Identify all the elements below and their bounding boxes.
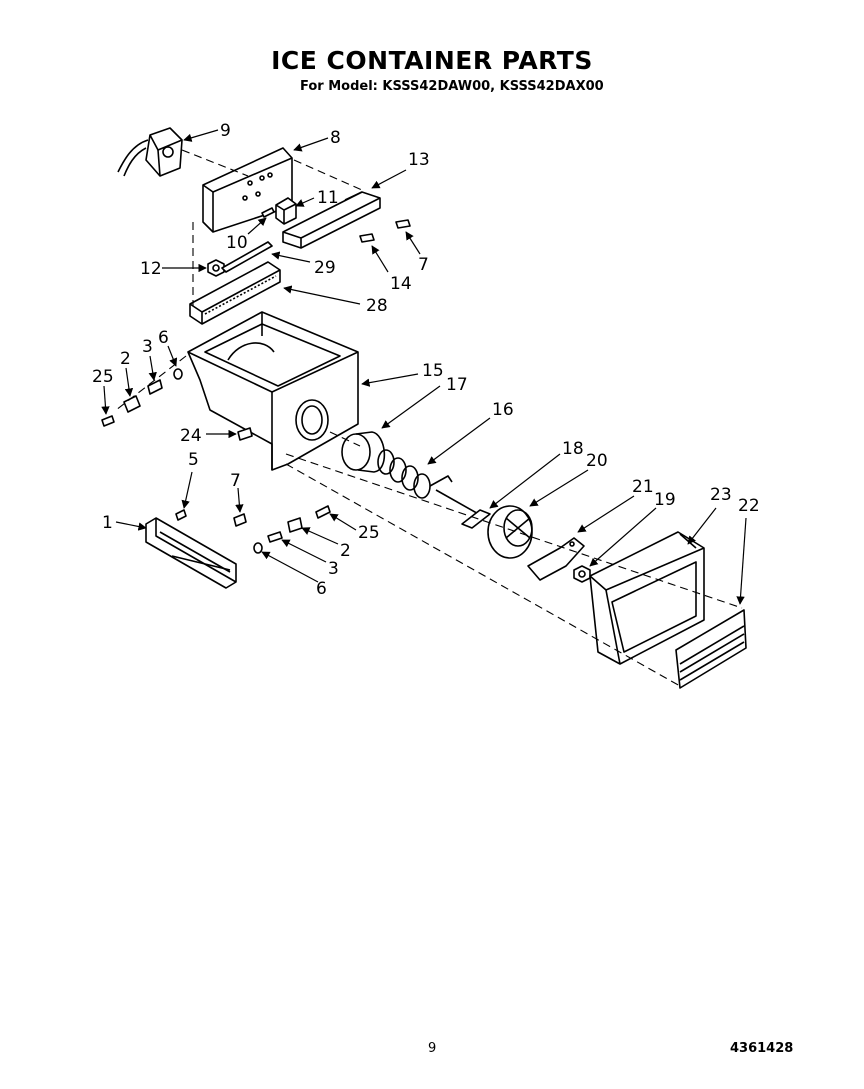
- callout-15: 15: [422, 361, 444, 381]
- callout-10: 10: [226, 233, 248, 253]
- part-wheel-20: [487, 505, 533, 559]
- callout-2-right: 2: [340, 541, 351, 561]
- part-collar-17: [341, 431, 386, 473]
- callout-21: 21: [632, 477, 654, 497]
- callout-8: 8: [330, 128, 341, 148]
- part-spring-16: [377, 449, 483, 517]
- callout-20: 20: [586, 451, 608, 471]
- part-lever-21: [527, 537, 585, 581]
- callout-1: 1: [102, 513, 113, 533]
- part-screw-14: [359, 233, 375, 243]
- callout-6-right: 6: [316, 579, 327, 599]
- callout-2-left: 2: [120, 349, 131, 369]
- part-bracket: [275, 197, 297, 225]
- page-title: ICE CONTAINER PARTS: [271, 46, 593, 75]
- model-subtitle: For Model: KSSS42DAW00, KSSS42DAX00: [300, 79, 604, 94]
- callout-28: 28: [366, 296, 388, 316]
- part-ice-container-housing: [187, 311, 359, 471]
- page-number: 9: [428, 1041, 437, 1056]
- part-nut-12: [207, 259, 225, 277]
- callout-17: 17: [446, 375, 468, 395]
- callout-19: 19: [654, 490, 676, 510]
- callout-7-bottom: 7: [230, 471, 241, 491]
- callout-3-left: 3: [142, 337, 153, 357]
- part-clip-18: [461, 509, 491, 529]
- part-nut-19: [573, 565, 591, 583]
- callout-25-left: 25: [92, 367, 114, 387]
- callout-24: 24: [180, 426, 202, 446]
- callout-9: 9: [220, 121, 231, 141]
- callout-labels: 9 8 13 11 10 12 29 28 14 7 15 17 16 18 2…: [92, 121, 760, 599]
- part-rail-28: [189, 261, 281, 325]
- document-number: 4361428: [730, 1041, 794, 1056]
- callout-6-left: 6: [158, 328, 169, 348]
- part-cover-bracket: [282, 191, 381, 249]
- callout-25-right: 25: [358, 523, 380, 543]
- callout-18: 18: [562, 439, 584, 459]
- callout-23: 23: [710, 485, 732, 505]
- part-front-panel-1: [145, 517, 237, 589]
- callout-14: 14: [390, 274, 412, 294]
- callout-5: 5: [188, 450, 199, 470]
- part-motor: [117, 127, 183, 177]
- part-trim-22: [675, 609, 747, 689]
- callout-12: 12: [140, 259, 162, 279]
- callout-22: 22: [738, 496, 760, 516]
- part-fasteners: [101, 368, 331, 554]
- callout-leaders: [101, 129, 747, 605]
- callout-29: 29: [314, 258, 336, 278]
- callout-16: 16: [492, 400, 514, 420]
- part-rod-29: [221, 241, 273, 273]
- callout-7-top: 7: [418, 255, 429, 275]
- callout-13: 13: [408, 150, 430, 170]
- callout-11: 11: [317, 188, 339, 208]
- part-bucket-front-23: [589, 531, 705, 665]
- part-screw-7-top: [395, 219, 411, 229]
- part-screw-10: [261, 207, 275, 218]
- callout-3-right: 3: [328, 559, 339, 579]
